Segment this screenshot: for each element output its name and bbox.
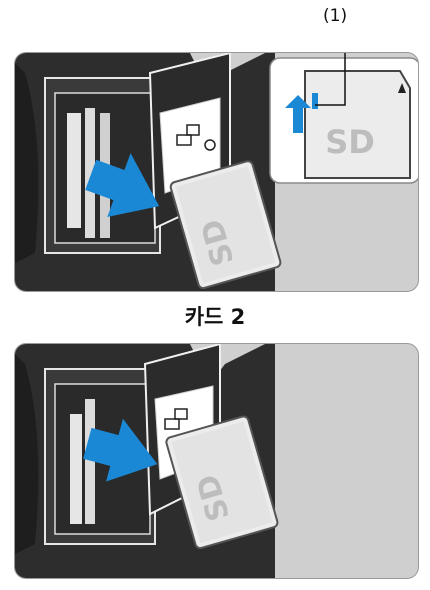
callout-label: (1) xyxy=(323,6,348,26)
card-slot-icon xyxy=(176,124,216,151)
insert-arrow-icon xyxy=(83,418,158,482)
sd-card: SD xyxy=(165,415,279,550)
illustration-card-slot-1: SD SD xyxy=(14,52,419,292)
sd-card: SD xyxy=(169,160,282,290)
inset-card-label: SD xyxy=(325,123,375,161)
callout-line xyxy=(315,53,346,106)
inset-detail: SD xyxy=(269,57,418,184)
insert-arrow-icon xyxy=(85,153,160,217)
card-slot-icon xyxy=(164,408,188,430)
up-arrow-icon xyxy=(285,95,311,133)
caption: 카드 2 xyxy=(184,305,246,329)
illustration-card-slot-2: SD xyxy=(14,343,419,579)
